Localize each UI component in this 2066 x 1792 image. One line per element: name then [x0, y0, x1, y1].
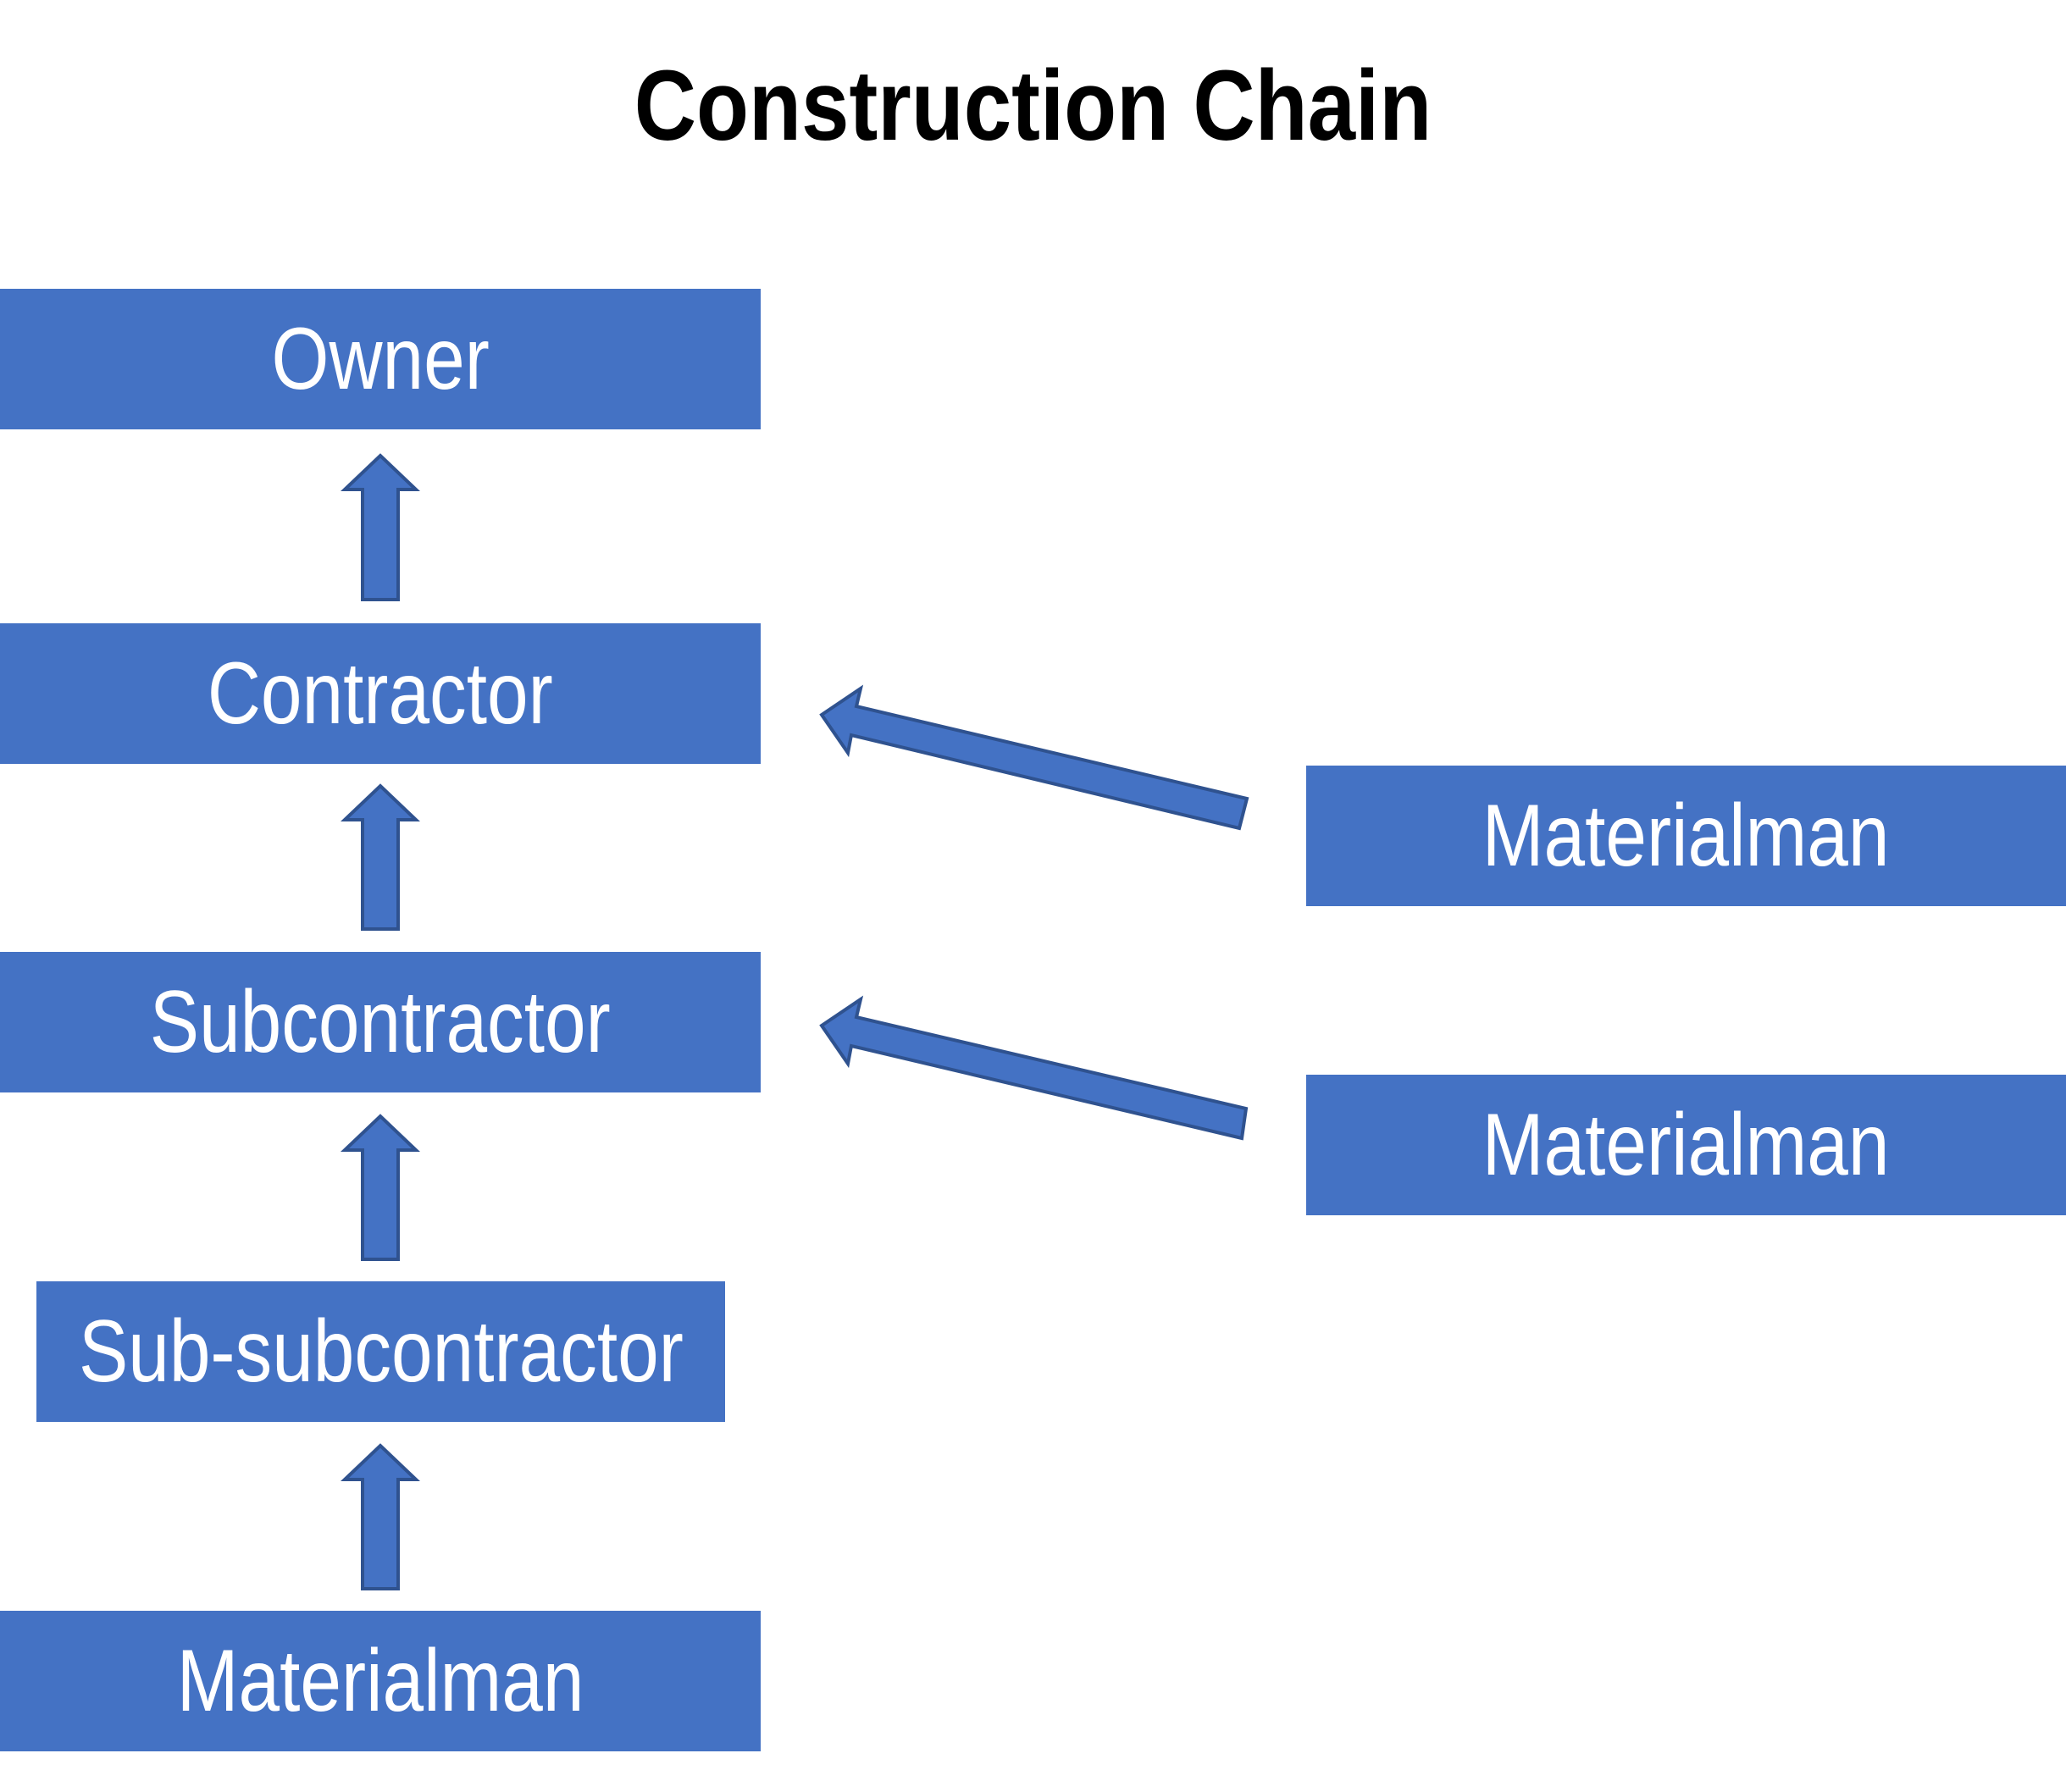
- node-sub-subcontractor: Sub-subcontractor: [36, 1281, 725, 1422]
- node-materialman-bottom-label: Materialman: [176, 1631, 584, 1730]
- diagram-title: Construction Chain: [634, 50, 1432, 162]
- arrow-materialman-to-contractor: [819, 684, 1249, 831]
- arrow-materialman-to-subcontractor: [819, 995, 1249, 1141]
- node-owner-label: Owner: [271, 309, 490, 408]
- arrow-contractor-to-owner: [341, 453, 420, 601]
- node-materialman-right-bottom: Materialman: [1306, 1075, 2066, 1215]
- node-materialman-right-bottom-label: Materialman: [1482, 1095, 1890, 1194]
- node-subcontractor-label: Subcontractor: [150, 972, 611, 1071]
- arrow-subcontractor-to-contractor: [341, 783, 420, 931]
- node-owner: Owner: [0, 289, 761, 429]
- node-contractor: Contractor: [0, 623, 761, 764]
- node-sub-subcontractor-label: Sub-subcontractor: [78, 1302, 684, 1401]
- arrow-sub-subcontractor-to-subcontractor: [341, 1114, 420, 1261]
- node-materialman-bottom: Materialman: [0, 1611, 761, 1751]
- node-materialman-right-top-label: Materialman: [1482, 786, 1890, 885]
- node-contractor-label: Contractor: [208, 644, 553, 743]
- node-subcontractor: Subcontractor: [0, 952, 761, 1092]
- arrow-materialman-to-sub-subcontractor: [341, 1443, 420, 1590]
- node-materialman-right-top: Materialman: [1306, 766, 2066, 906]
